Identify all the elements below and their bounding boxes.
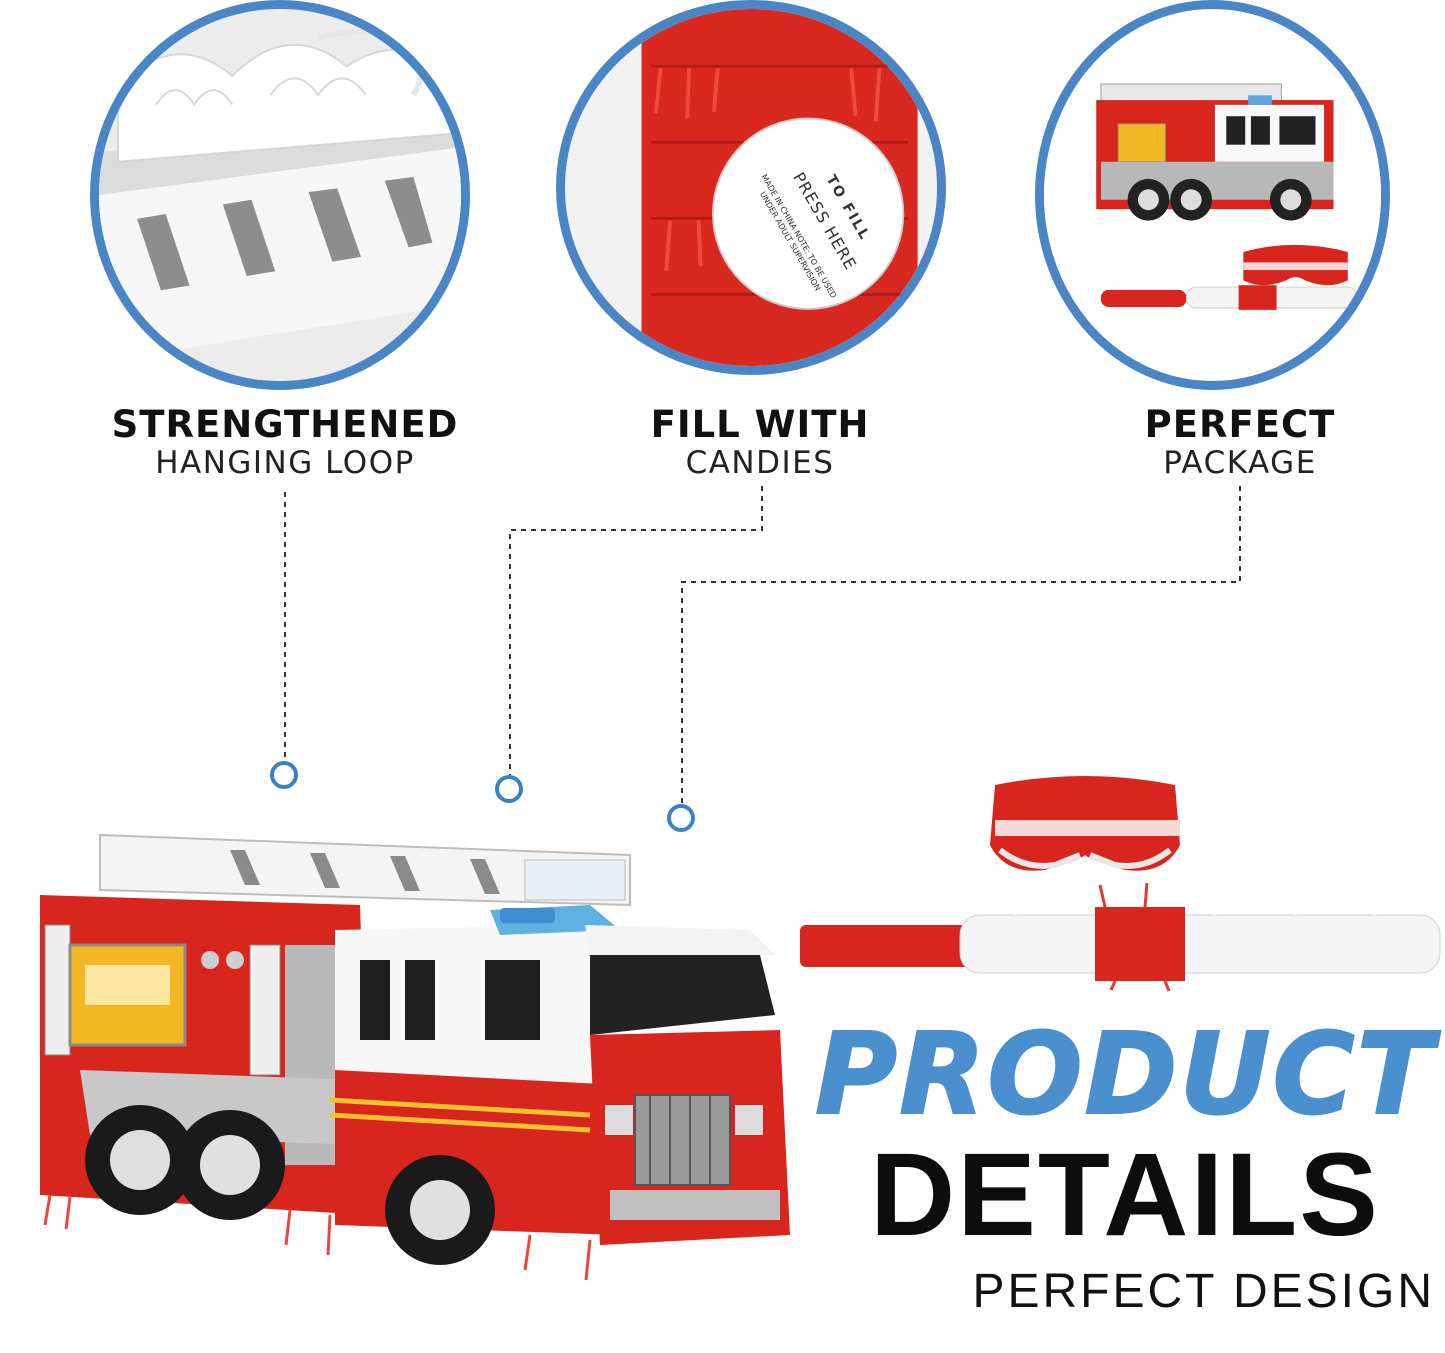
- hanging-loop-closeup-image: [99, 9, 461, 381]
- headline-details: DETAILS: [869, 1129, 1381, 1261]
- feature-fill-candies: FILL WITH CANDIES: [560, 403, 960, 482]
- blindfold-mask: [990, 776, 1180, 871]
- headline-product: PRODUCT: [814, 1010, 1436, 1140]
- feature-title: FILL WITH: [650, 403, 870, 446]
- feature-subtitle: CANDIES: [685, 445, 835, 481]
- connector-fill-candies: [509, 486, 763, 775]
- feature-hanging-loop: STRENGTHENED HANGING LOOP: [60, 403, 510, 482]
- headline-perfect-design: PERFECT DESIGN: [972, 1265, 1435, 1318]
- feature-subtitle: HANGING LOOP: [155, 445, 415, 481]
- perfect-package-circle: [1035, 0, 1390, 390]
- feature-perfect-package: PERFECT PACKAGE: [1040, 403, 1440, 482]
- feature-title: STRENGTHENED: [111, 403, 459, 446]
- connector-perfect-package: [681, 486, 1241, 803]
- accessories-image: [800, 776, 1441, 992]
- fill-candies-closeup-circle: TO FILL PRESS HERE MADE IN CHINA NOTE: T…: [556, 0, 946, 375]
- callout-dot-hanging-loop: [270, 761, 298, 789]
- pinata-stick: [800, 882, 1441, 992]
- feature-title: PERFECT: [1144, 403, 1336, 446]
- fill-candies-closeup-image: [565, 9, 937, 366]
- hanging-loop-closeup-circle: [90, 0, 470, 390]
- callout-dot-fill-candies: [495, 775, 523, 803]
- package-contents-image: [1044, 9, 1381, 381]
- fire-truck-pinata-image: [40, 833, 790, 1281]
- feature-subtitle: PACKAGE: [1163, 445, 1317, 481]
